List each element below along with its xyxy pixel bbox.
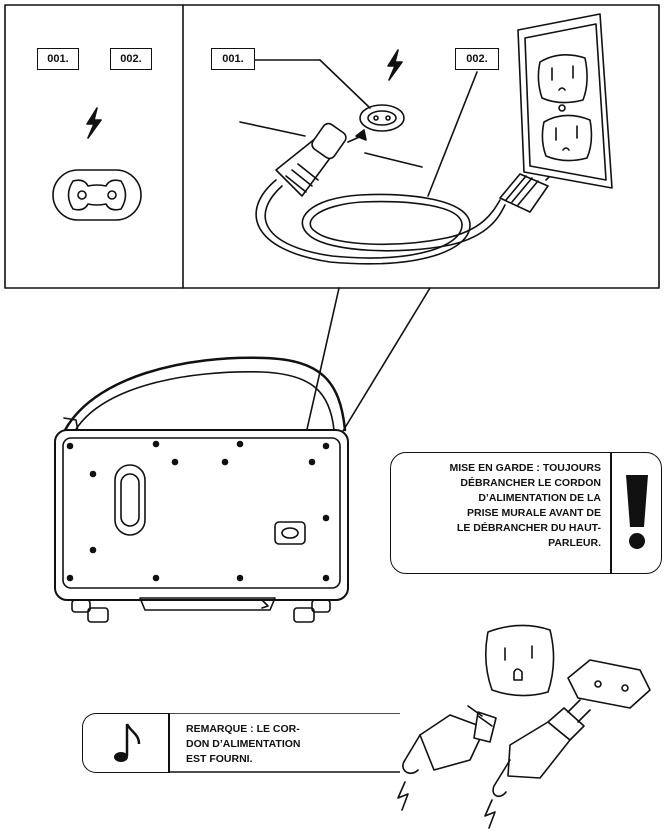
power-plug-icon [484,699,591,829]
note-rule [168,713,400,773]
caution-line: D’ALIMENTATION DE LA [478,492,601,504]
label-001-right: 001. [211,48,255,70]
note-icon-box [82,713,169,773]
note-divider [168,713,170,773]
top-panel-frame [4,4,660,289]
lightning-icon [387,49,403,81]
exclamation-icon [626,475,648,549]
figure8-socket-icon [52,169,142,221]
caution-line: DÉBRANCHER LE CORDON [460,477,601,489]
label-001-left: 001. [37,48,79,70]
caution-line: PRISE MURALE AVANT DE [467,507,601,519]
note-callout: REMARQUE : LE COR- DON D’ALIMENTATION ES… [82,713,400,773]
caution-callout: MISE EN GARDE : TOUJOURS DÉBRANCHER LE C… [390,452,662,574]
adapter-plate-icon [567,659,651,709]
label-002-right: 002. [455,48,499,70]
note-text: REMARQUE : LE COR- DON D’ALIMENTATION ES… [186,722,356,767]
note-line: DON D’ALIMENTATION [186,738,301,750]
figure8-socket-icon [359,104,405,132]
cord-connector [275,122,347,197]
caution-line: MISE EN GARDE : TOUJOURS [449,462,602,474]
wall-outlet-icon [484,624,555,697]
speaker-icon [54,356,349,623]
caution-line: PARLEUR. [548,537,601,549]
wall-outlet-icon [517,13,613,189]
note-line: EST FOURNI. [186,753,253,765]
note-line: REMARQUE : LE COR- [186,723,300,735]
label-002-left: 002. [110,48,152,70]
power-cord [255,179,506,265]
caution-divider [610,453,612,573]
arrow-icon [347,129,367,143]
lightning-icon [86,107,102,139]
caution-text: MISE EN GARDE : TOUJOURS DÉBRANCHER LE C… [403,461,602,551]
music-note-icon [114,723,141,762]
caution-line: LE DÉBRANCHER DU HAUT- [456,522,601,534]
power-plug-icon [397,705,497,811]
